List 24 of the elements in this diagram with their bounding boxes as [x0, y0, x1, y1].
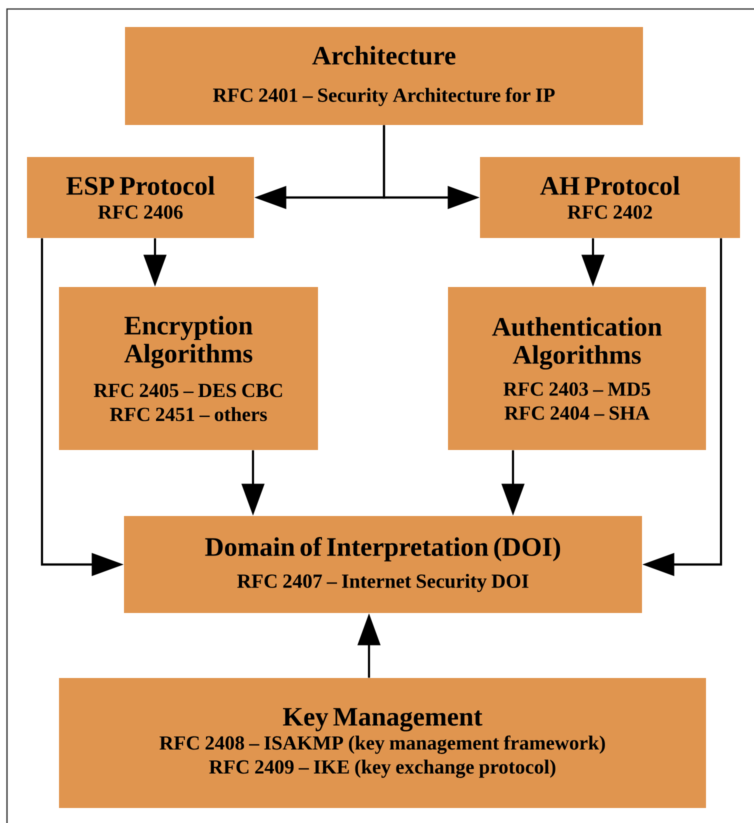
rfc-reference: RFC 2407 – Internet Security DOI — [237, 574, 528, 592]
rfc-reference: RFC 2403 – MD5 — [503, 382, 650, 396]
rfc-reference: RFC 2404 – SHA — [504, 406, 650, 420]
rfc-reference: RFC 2406 — [98, 205, 183, 219]
rfc-reference: RFC 2402 — [568, 205, 652, 219]
box-heading: AH Protocol — [540, 176, 680, 195]
box-heading: Encryption Algorithms — [124, 316, 253, 368]
box-heading: Architecture — [312, 46, 456, 65]
rfc-reference: RFC 2451 – others — [110, 407, 267, 422]
rfc-reference: RFC 2405 – DES CBC — [94, 384, 282, 398]
process-box — [27, 157, 254, 238]
process-box — [59, 678, 706, 808]
rfc-reference: RFC 2408 – ISAKMP (key management framework) — [160, 735, 605, 754]
rfc-reference: RFC 2409 – IKE (key exchange protocol) — [209, 760, 556, 778]
process-box — [124, 516, 642, 613]
process-box — [448, 287, 706, 450]
rfc-reference: RFC 2401 – Security Architecture for IP — [213, 88, 555, 106]
box-heading: Authentication Algorithms — [492, 317, 662, 370]
process-box — [125, 27, 643, 125]
box-heading: Domain of Interpretation (DOI) — [205, 536, 560, 562]
process-box — [480, 157, 740, 238]
box-heading: ESP Protocol — [66, 176, 215, 195]
process-box — [59, 287, 318, 450]
box-heading: Key Management — [282, 708, 482, 732]
